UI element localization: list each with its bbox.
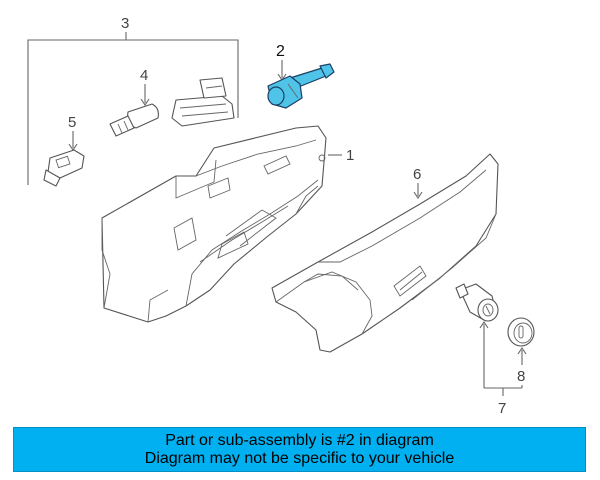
callout-3-group: 3 xyxy=(27,15,239,185)
lamp-housing-top xyxy=(199,77,227,99)
part-2-tip xyxy=(319,63,335,79)
banner-line-1: Part or sub-assembly is #2 in diagram xyxy=(165,431,434,449)
callout-6-arrow xyxy=(413,191,423,199)
socket-tab xyxy=(43,169,61,187)
part-6-door: 6 xyxy=(271,153,499,353)
door-latch-slot xyxy=(393,265,427,297)
part-5-socket: 5 xyxy=(43,114,85,187)
banner-line-2: Diagram may not be specific to your vehi… xyxy=(144,449,455,467)
lamp-housing-body xyxy=(171,95,235,127)
part-4-bulb: 4 xyxy=(109,67,159,137)
lamp-housing xyxy=(171,77,235,127)
part-2-cap xyxy=(267,86,285,106)
callout-7-bracket: 7 xyxy=(484,387,522,417)
callout-8-label: 8 xyxy=(517,368,525,385)
part-1-housing: 1 xyxy=(101,125,354,323)
callout-6-label: 6 xyxy=(413,166,421,183)
callout-3-bracket xyxy=(27,39,239,185)
parts-diagram: 3 4 5 2 1 xyxy=(27,15,535,417)
callout-4-label: 4 xyxy=(140,67,148,84)
callout-5-label: 5 xyxy=(68,114,76,131)
part-8-bezel: 8 xyxy=(507,317,535,388)
part-7-lock-group xyxy=(455,283,499,388)
callout-4-arrow xyxy=(140,98,150,106)
bezel-ring xyxy=(507,317,535,347)
callout-1-label: 1 xyxy=(346,147,354,164)
callout-2-label: 2 xyxy=(276,43,285,60)
callout-3-label: 3 xyxy=(121,15,129,32)
callout-7-label: 7 xyxy=(498,400,506,417)
bulb-base xyxy=(109,115,135,137)
info-banner: Part or sub-assembly is #2 in diagram Di… xyxy=(13,427,586,472)
part-2-highlighted: 2 xyxy=(267,43,335,109)
